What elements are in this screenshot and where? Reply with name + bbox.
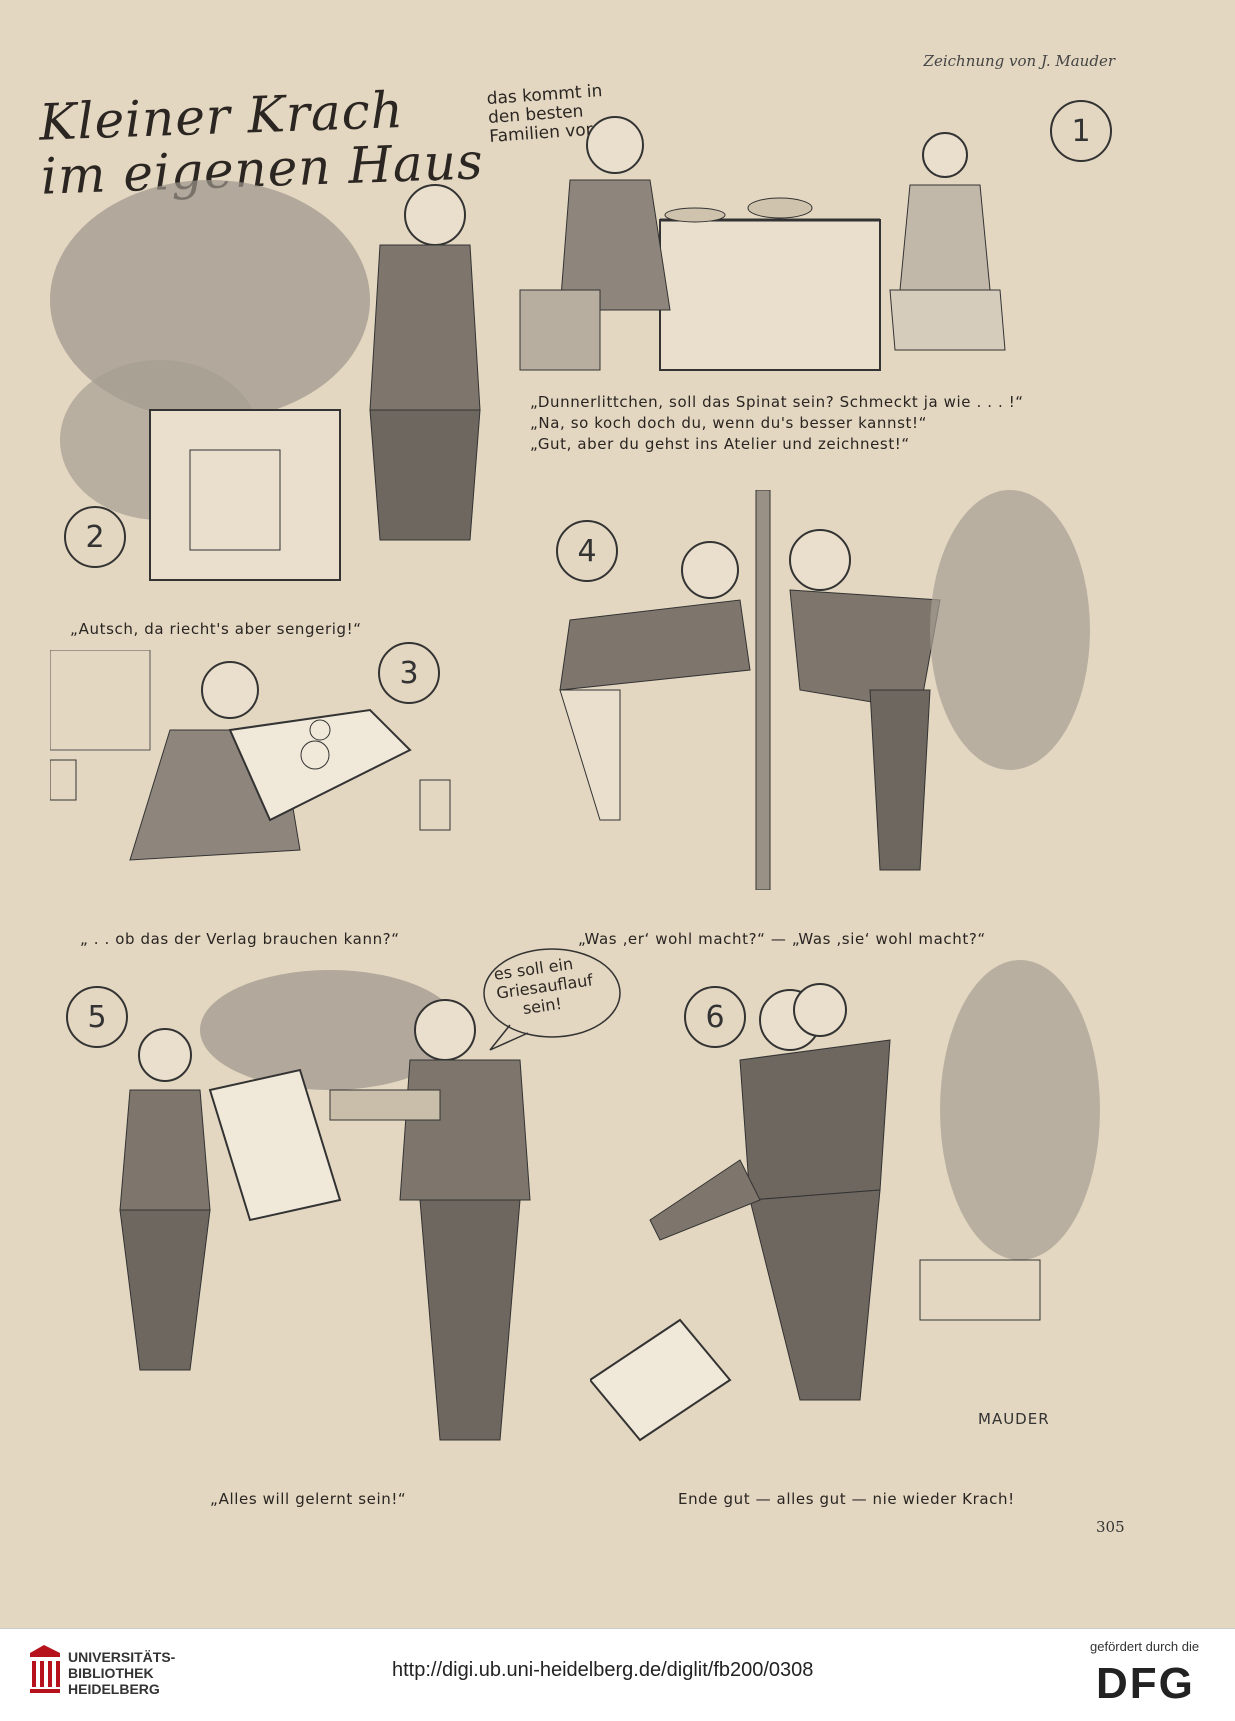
panel-3-illustration xyxy=(50,650,451,861)
illustrator-credit: Zeichnung von J. Mauder xyxy=(923,52,1115,70)
panel-number-5: 5 xyxy=(66,986,128,1048)
panel-4-illustration xyxy=(559,490,1090,890)
caption-1-line-3: „Gut, aber du gehst ins Atelier und zeic… xyxy=(530,435,910,453)
panel-5-illustration xyxy=(119,970,531,1441)
university-library-name: UNIVERSITÄTS- BIBLIOTHEK HEIDELBERG xyxy=(68,1649,175,1697)
panel-1-caption: „Dunnerlittchen, soll das Spinat sein? S… xyxy=(530,392,1024,455)
library-line-2: BIBLIOTHEK xyxy=(68,1665,154,1681)
panel-number-2: 2 xyxy=(64,506,126,568)
library-line-1: UNIVERSITÄTS- xyxy=(68,1649,176,1665)
permalink-url[interactable]: http://digi.ub.uni-heidelberg.de/diglit/… xyxy=(392,1659,814,1681)
panel-6-illustration xyxy=(590,960,1100,1442)
caption-1-line-2: „Na, so koch doch du, wenn du's besser k… xyxy=(530,414,927,432)
panel-number-3: 3 xyxy=(378,642,440,704)
sponsor-text: gefördert durch die xyxy=(1090,1639,1200,1654)
panel-2-caption: „Autsch, da riecht's aber sengerig!“ xyxy=(70,620,362,638)
panel-1-illustration xyxy=(519,116,1006,371)
caption-1-line-1: „Dunnerlittchen, soll das Spinat sein? S… xyxy=(530,393,1024,411)
panel-number-6: 6 xyxy=(684,986,746,1048)
panel-4-caption: „Was ‚er‘ wohl macht?“ — „Was ‚sie‘ wohl… xyxy=(578,930,986,948)
panel-2-illustration xyxy=(50,180,481,581)
university-library-logo-icon xyxy=(30,1645,60,1693)
speech-bubble-1: das kommt in den besten Familien vor xyxy=(486,81,605,147)
library-line-3: HEIDELBERG xyxy=(68,1681,160,1697)
panel-5-caption: „Alles will gelernt sein!“ xyxy=(210,1490,407,1508)
magazine-page: Zeichnung von J. Mauder Kleiner Krach im… xyxy=(0,0,1235,1628)
panel-6-caption: Ende gut — alles gut — nie wieder Krach! xyxy=(678,1490,1015,1508)
speech-bubble-5-outline xyxy=(483,948,621,1051)
dfg-logo: DFG xyxy=(1096,1659,1195,1708)
panel-number-1: 1 xyxy=(1050,100,1112,162)
panel-3-caption: „ . . ob das der Verlag brauchen kann?“ xyxy=(80,930,400,948)
panel-number-4: 4 xyxy=(556,520,618,582)
page-number: 305 xyxy=(1096,1518,1125,1536)
viewer-footer: UNIVERSITÄTS- BIBLIOTHEK HEIDELBERG http… xyxy=(0,1628,1235,1721)
artist-signature: MAUDER xyxy=(978,1410,1050,1428)
